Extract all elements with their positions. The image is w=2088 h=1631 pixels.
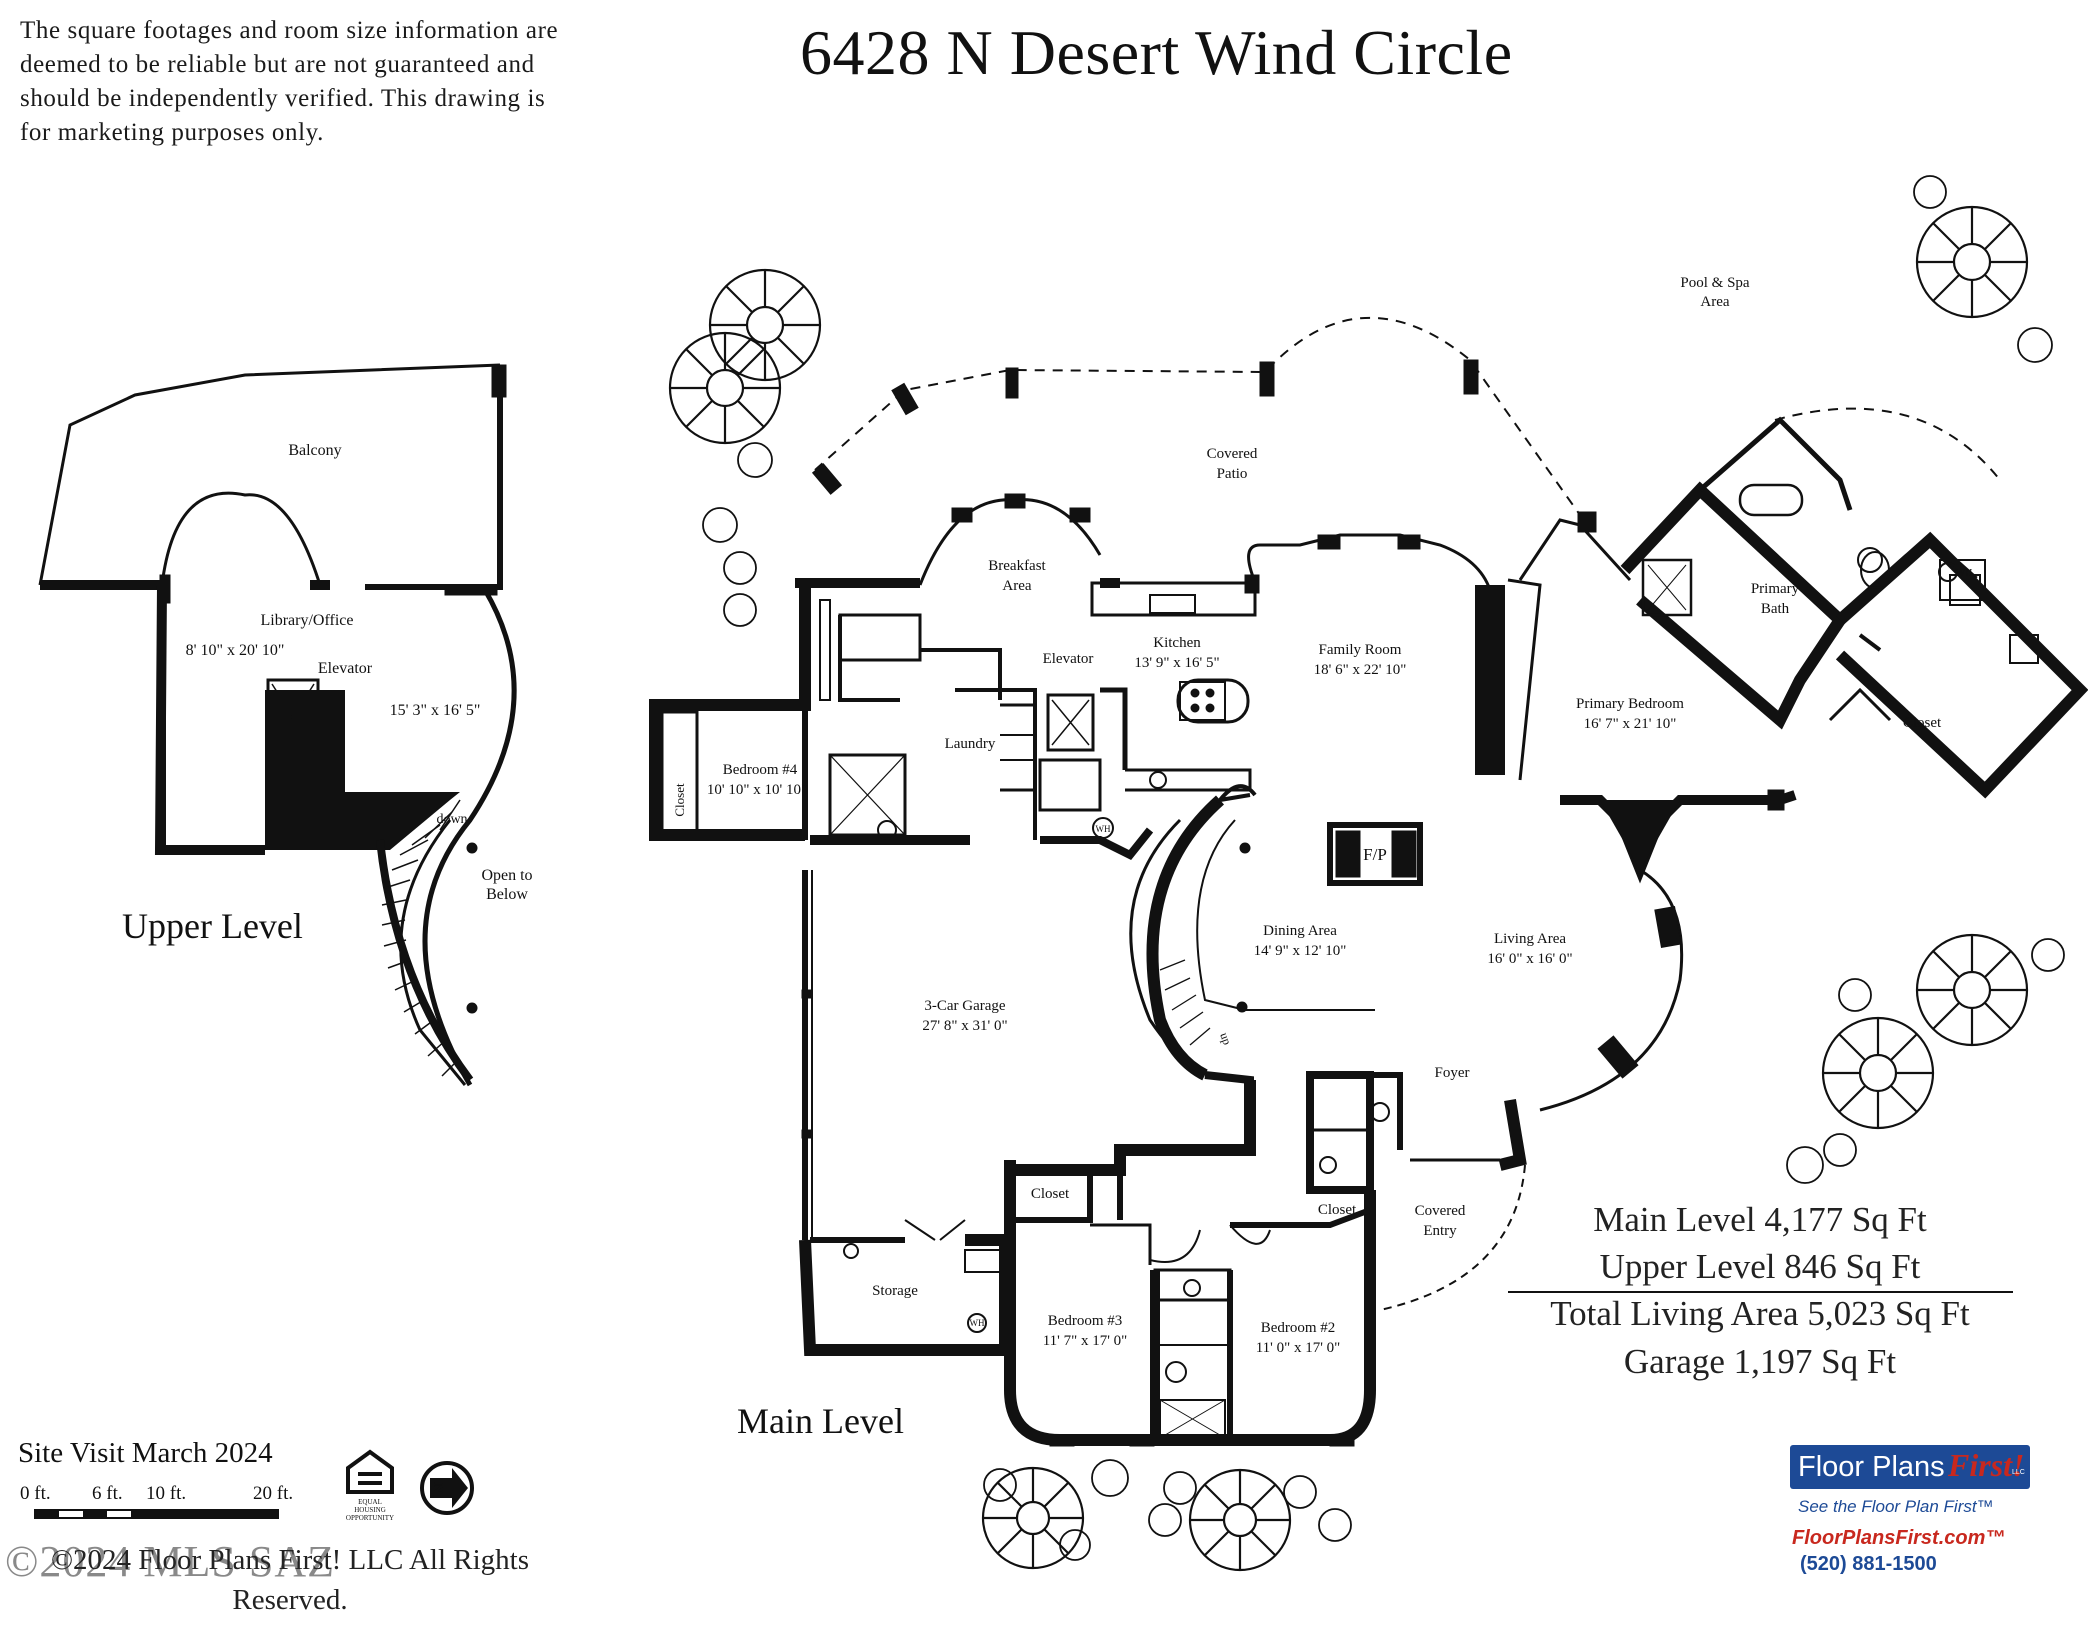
label-covered-entry-1: Covered — [1415, 1203, 1466, 1219]
copyright-text: ©2024 Floor Plans First! LLC All Rights … — [50, 1544, 530, 1616]
upper-level-plan — [38, 363, 517, 1087]
property-address-title: 6428 N Desert Wind Circle — [800, 17, 1513, 88]
tree — [1188, 1468, 1292, 1572]
tree — [708, 268, 822, 382]
label-open-to-below-1: Open to — [481, 867, 532, 884]
label-living-area: Living Area — [1494, 931, 1566, 947]
area-upper-level: Upper Level 846 Sq Ft — [1599, 1247, 1921, 1286]
dim-living-area: 16' 0" x 16' 0" — [1487, 951, 1572, 967]
area-total-living: Total Living Area 5,023 Sq Ft — [1550, 1294, 1970, 1333]
label-wh-primary: WH — [1956, 568, 1973, 579]
label-breakfast-2: Area — [1002, 578, 1031, 594]
equal-housing-text-1: EQUAL — [358, 1498, 382, 1506]
label-bedroom-2: Bedroom #2 — [1261, 1320, 1336, 1336]
label-primary-bath-1: Primary — [1751, 581, 1800, 597]
floor-plans-first-logo: Floor Plans First! LLC See the Floor Pla… — [1790, 1445, 2035, 1575]
label-fireplace: F/P — [1363, 845, 1387, 864]
tree — [1915, 205, 2029, 319]
area-garage: Garage 1,197 Sq Ft — [1623, 1342, 1897, 1381]
north-arrow-icon: N — [420, 1461, 474, 1515]
label-bedroom-3: Bedroom #3 — [1048, 1313, 1123, 1329]
brand-name: Floor Plans — [1798, 1451, 1945, 1483]
brand-name-accent: First! — [1948, 1447, 2025, 1483]
label-wh-kitchen: WH — [1096, 824, 1111, 834]
label-breakfast-1: Breakfast — [988, 558, 1046, 574]
brand-banner: Floor Plans First! LLC — [1790, 1445, 2030, 1489]
dim-library-office: 8' 10" x 20' 10" — [186, 642, 285, 659]
label-bedroom-3-closet: Closet — [1031, 1186, 1070, 1202]
label-covered-patio-2: Patio — [1217, 466, 1248, 482]
label-primary-bath-2: Bath — [1761, 601, 1790, 617]
area-divider — [1508, 1291, 2013, 1293]
dim-bedroom-2: 11' 0" x 17' 0" — [1256, 1340, 1341, 1356]
upper-level-label: Upper Level — [122, 906, 303, 946]
label-elevator-main: Elevator — [1043, 651, 1094, 667]
label-wh-storage: WH — [970, 1318, 985, 1328]
label-stair-up: up — [1217, 1031, 1234, 1047]
brand-phone[interactable]: (520) 881-1500 — [1800, 1553, 1937, 1575]
dim-upper-room: 15' 3" x 16' 5" — [390, 702, 481, 719]
label-storage: Storage — [872, 1283, 918, 1299]
label-covered-patio-1: Covered — [1207, 446, 1258, 462]
scale-label-20: 20 ft. — [253, 1483, 294, 1504]
label-primary-bedroom: Primary Bedroom — [1576, 696, 1684, 712]
dim-bedroom-4: 10' 10" x 10' 10" — [707, 782, 807, 798]
tree — [1821, 1016, 1935, 1130]
equal-housing-text-3: OPPORTUNITY — [346, 1514, 394, 1522]
label-stair-down: down — [436, 812, 467, 827]
dim-dining-area: 14' 9" x 12' 10" — [1254, 943, 1347, 959]
tree — [668, 331, 782, 445]
label-balcony: Balcony — [288, 442, 341, 459]
dim-kitchen: 13' 9" x 16' 5" — [1134, 655, 1219, 671]
dim-garage: 27' 8" x 31' 0" — [922, 1018, 1007, 1034]
area-main-level: Main Level 4,177 Sq Ft — [1593, 1200, 1927, 1239]
label-pool-spa-2: Area — [1700, 294, 1729, 310]
label-dining-area: Dining Area — [1263, 923, 1337, 939]
label-bedroom-2-closet: Closet — [1318, 1202, 1357, 1218]
main-level-plan — [649, 316, 2088, 1447]
scale-label-10: 10 ft. — [146, 1483, 187, 1504]
label-bedroom-4-closet: Closet — [672, 783, 687, 817]
label-family-room: Family Room — [1319, 642, 1402, 658]
disclaimer-text: The square footages and room size inform… — [20, 17, 559, 146]
tree — [1915, 933, 2029, 1047]
brand-tagline: See the Floor Plan First™ — [1798, 1497, 1994, 1516]
dim-bedroom-3: 11' 7" x 17' 0" — [1043, 1333, 1128, 1349]
label-bedroom-4: Bedroom #4 — [723, 762, 798, 778]
tree — [981, 1466, 1085, 1570]
dim-primary-bedroom: 16' 7" x 21' 10" — [1584, 716, 1677, 732]
label-elevator-upper: Elevator — [318, 660, 373, 677]
main-level-label: Main Level — [737, 1401, 904, 1441]
label-pool-spa-1: Pool & Spa — [1680, 275, 1750, 291]
north-arrow-letter: N — [430, 1483, 446, 1494]
mls-watermark: ©2024 MLS SAZ — [5, 1537, 336, 1586]
label-covered-entry-2: Entry — [1423, 1223, 1457, 1239]
label-foyer: Foyer — [1435, 1065, 1470, 1081]
dim-family-room: 18' 6" x 22' 10" — [1314, 662, 1407, 678]
equal-housing-icon: EQUAL HOUSING OPPORTUNITY — [346, 1449, 394, 1522]
scale-label-6: 6 ft. — [92, 1483, 123, 1504]
label-open-to-below-2: Below — [486, 886, 528, 903]
landscape-trees — [668, 175, 2065, 1572]
brand-llc: LLC — [2012, 1469, 2025, 1476]
fixtures — [843, 547, 1958, 1383]
label-library-office: Library/Office — [261, 612, 354, 629]
scale-bar — [34, 1509, 279, 1519]
brand-website[interactable]: FloorPlansFirst.com™ — [1792, 1527, 2006, 1549]
scale-label-0: 0 ft. — [20, 1483, 51, 1504]
label-laundry: Laundry — [945, 736, 996, 752]
label-primary-closet: Closet — [1903, 715, 1942, 731]
label-garage: 3-Car Garage — [924, 998, 1006, 1014]
label-kitchen: Kitchen — [1153, 635, 1201, 651]
equal-housing-text-2: HOUSING — [354, 1506, 386, 1514]
site-visit-date: Site Visit March 2024 — [18, 1437, 273, 1469]
